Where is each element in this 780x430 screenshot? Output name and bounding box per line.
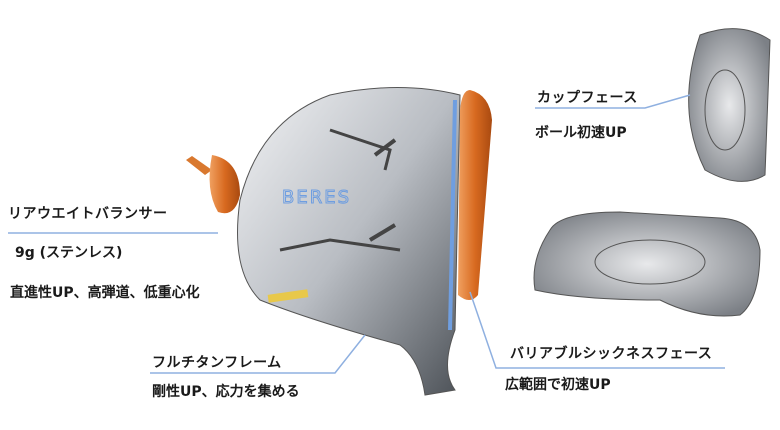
variable-face-title: バリアブルシックネスフェース xyxy=(510,346,713,362)
leader-lines xyxy=(8,94,725,374)
full-titanium-title: フルチタンフレーム xyxy=(152,355,282,371)
rear-weight-benefit: 直進性UP、高弾道、低重心化 xyxy=(10,285,200,301)
variable-face-benefit: 広範囲で初速UP xyxy=(505,377,611,393)
cup-face-benefit: ボール初速UP xyxy=(535,125,627,141)
variable-face-part xyxy=(458,90,492,300)
rear-weight-spec: 9g (ステンレス) xyxy=(15,245,123,261)
frame-part xyxy=(533,211,761,317)
rear-weight-title: リアウエイトバランサー xyxy=(8,206,168,222)
driver-head: BERES xyxy=(237,87,461,396)
head-logo: BERES xyxy=(282,187,351,208)
cup-face-part xyxy=(688,28,771,182)
rear-weight-part xyxy=(186,155,240,214)
full-titanium-benefit: 剛性UP、応力を集める xyxy=(152,384,300,400)
cup-face-title: カップフェース xyxy=(537,90,638,106)
